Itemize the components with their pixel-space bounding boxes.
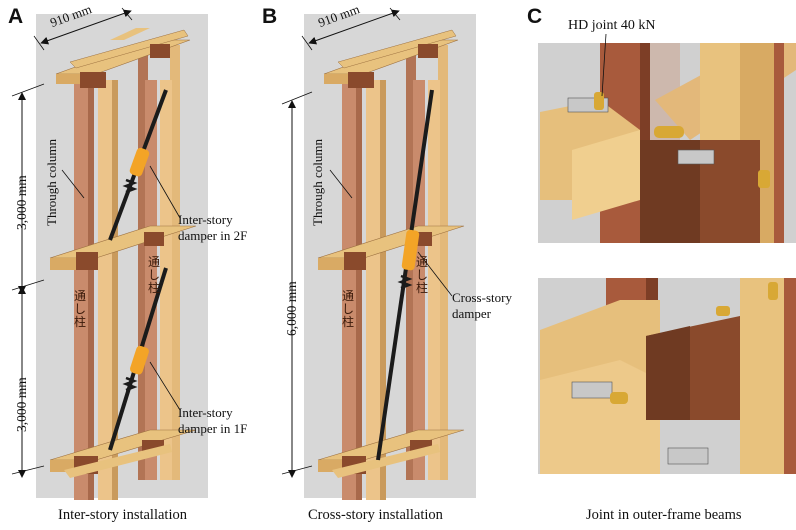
panel-b-frame — [281, 7, 465, 500]
cross-story-damper — [401, 229, 420, 271]
panel-letter-a: A — [8, 5, 24, 28]
through-column-right-b — [366, 80, 380, 500]
dimension-lower-a: 3,000 mm — [14, 377, 29, 432]
panel-letter-c: C — [527, 5, 543, 28]
damper-2f — [129, 147, 150, 177]
kanji-label-a-left: 通し柱 — [74, 289, 87, 329]
damper-2f-label: Inter-story damper in 2F — [178, 212, 248, 243]
back-column-right-a — [170, 45, 180, 480]
cross-story-damper-label: Cross-story damper — [452, 290, 512, 321]
back-column-left-a — [138, 45, 148, 480]
dimension-upper-a: 3,000 mm — [14, 175, 29, 230]
damper-1f-label: Inter-story damper in 1F — [178, 405, 248, 436]
through-column-left-b — [342, 80, 356, 500]
panel-c-joint-bottom — [538, 278, 796, 474]
panel-a-frame — [11, 7, 197, 500]
through-column-label-a: Through column — [44, 138, 59, 226]
kanji-label-b-left: 通し柱 — [342, 289, 355, 329]
through-column-left-a — [74, 80, 88, 500]
caption-c: Joint in outer-frame beams — [586, 507, 742, 523]
through-column-label-b: Through column — [310, 138, 325, 226]
kanji-label-b-right: 通し柱 — [416, 255, 429, 295]
hd-joint-label: HD joint 40 kN — [568, 18, 656, 33]
panel-letter-b: B — [262, 5, 278, 28]
caption-a: Inter-story installation — [58, 507, 187, 523]
damper-1f — [130, 345, 149, 375]
kanji-label-a-right: 通し柱 — [148, 255, 161, 295]
through-column-right-a — [98, 80, 112, 500]
dimension-height-b: 6,000 mm — [284, 281, 299, 336]
caption-b: Cross-story installation — [308, 507, 443, 523]
cross-story-brace — [376, 89, 434, 461]
panel-c-joint-top — [538, 33, 796, 243]
